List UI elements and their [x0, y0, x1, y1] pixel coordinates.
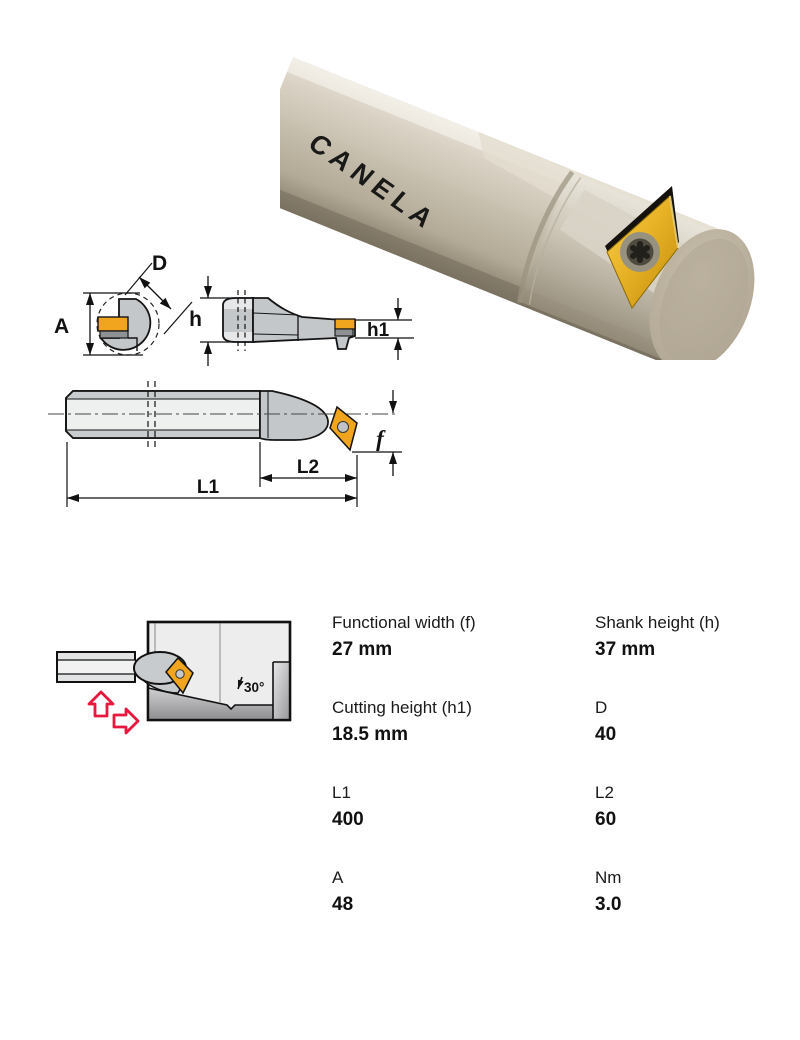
dimension-A: A [54, 292, 143, 356]
dimension-L1: L1 [66, 442, 357, 507]
break-lines [237, 290, 246, 351]
cross-section-view: A D [54, 252, 193, 356]
spec-value: 27 mm [332, 639, 393, 660]
svg-text:30°: 30° [244, 680, 264, 695]
feed-up-arrow-icon [87, 690, 115, 718]
break-lines-top [147, 381, 156, 448]
svg-text:L1: L1 [197, 477, 220, 498]
spec-value: 18.5 mm [332, 724, 409, 745]
spec-value: 37 mm [595, 639, 656, 660]
application-diagram: 30° [56, 620, 292, 735]
spec-label: Nm [595, 868, 622, 887]
spec-label: Shank height (h) [595, 613, 720, 632]
insert-section [97, 316, 129, 332]
boring-bar-in-bore [56, 651, 194, 695]
torx-star-icon [630, 241, 650, 263]
spec-functional-width: Functional width (f) 27 mm [332, 612, 595, 697]
head-top [259, 390, 329, 441]
spec-value: 40 [595, 724, 617, 745]
spec-label: Cutting height (h1) [332, 698, 472, 717]
spec-Nm: Nm 3.0 [595, 867, 782, 952]
svg-text:f: f [376, 426, 386, 451]
spec-label: L2 [595, 783, 614, 802]
svg-text:h1: h1 [367, 320, 390, 341]
dimension-f: f [352, 390, 402, 476]
insert-side [334, 318, 356, 330]
neck-ring [516, 170, 575, 304]
top-view: f L2 L1 [48, 381, 402, 507]
spec-value: 48 [332, 894, 354, 915]
svg-text:h: h [189, 308, 202, 331]
technical-drawing: A D h [48, 252, 414, 507]
side-view: h h1 [189, 276, 414, 366]
product-photo: CANELA [280, 57, 755, 360]
spec-label: L1 [332, 783, 351, 802]
spec-label: A [332, 868, 344, 887]
dimension-D: D [124, 252, 193, 335]
spec-value: 60 [595, 809, 617, 830]
svg-text:D: D [152, 252, 167, 275]
dimension-L2: L2 [259, 442, 358, 507]
spec-value: 3.0 [595, 894, 622, 915]
spec-cutting-height: Cutting height (h1) 18.5 mm [332, 697, 595, 782]
feed-right-arrow-icon [112, 707, 140, 735]
spec-label: Functional width (f) [332, 613, 476, 632]
spec-L1: L1 400 [332, 782, 595, 867]
spec-D: D 40 [595, 697, 782, 782]
specs-table: Functional width (f) 27 mm Shank height … [332, 612, 782, 952]
spec-shank-height: Shank height (h) 37 mm [595, 612, 782, 697]
angle-callout: 30° [237, 676, 264, 695]
tool-profile [252, 297, 356, 350]
dimension-h1: h1 [355, 298, 414, 360]
svg-text:A: A [54, 315, 69, 338]
spec-A: A 48 [332, 867, 595, 952]
spec-value: 400 [332, 809, 364, 830]
spec-L2: L2 60 [595, 782, 782, 867]
svg-text:L2: L2 [297, 457, 319, 478]
spec-label: D [595, 698, 608, 717]
